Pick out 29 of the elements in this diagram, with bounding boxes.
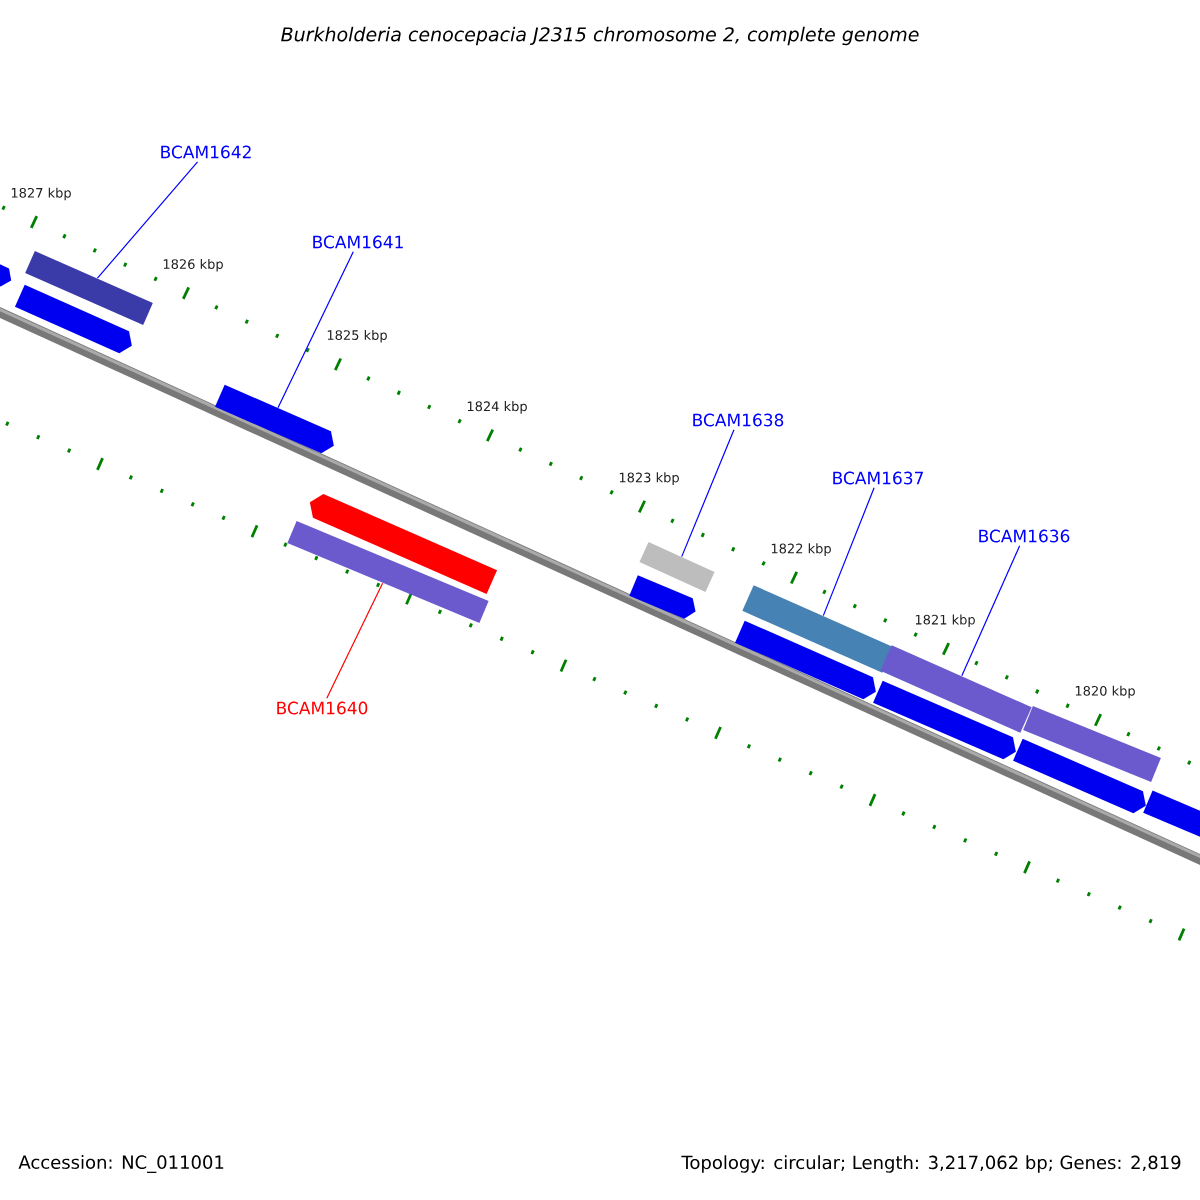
gene-bar <box>742 585 894 673</box>
leader-line <box>96 161 199 279</box>
gene-bar <box>1023 705 1161 783</box>
leader-line <box>961 545 1021 677</box>
gene-label: BCAM1638 <box>693 413 784 427</box>
gene-label: BCAM1642 <box>161 145 251 159</box>
leader-line <box>822 487 875 617</box>
gene-block <box>1013 738 1146 814</box>
leader-line <box>277 251 354 409</box>
leader-line <box>681 429 735 558</box>
gene-block <box>0 258 12 287</box>
gene-block <box>629 575 696 619</box>
gene-bar <box>287 520 489 624</box>
footer-text: Topology: circular; Length: 3,217,062 bp; Genes: 2,819 <box>681 1155 1181 1173</box>
leader-line <box>326 582 384 699</box>
gene-bar <box>880 645 1032 733</box>
gene-block <box>215 384 334 454</box>
gene-label: BCAM1636 <box>979 529 1070 543</box>
footer-text: Accession: NC_011001 <box>18 1155 224 1173</box>
gene-block <box>873 680 1016 760</box>
gene-label: BCAM1641 <box>313 235 403 249</box>
title: Burkholderia cenocepacia J2315 chromosome 2, complete genome <box>281 26 919 46</box>
gene-label: BCAM1640 <box>277 701 368 715</box>
gene-bar <box>639 542 715 592</box>
gene-label: BCAM1637 <box>833 471 923 485</box>
gene-bar <box>25 251 153 325</box>
gene-block <box>14 284 132 354</box>
gene-block <box>309 493 498 595</box>
gene-block <box>735 620 876 700</box>
